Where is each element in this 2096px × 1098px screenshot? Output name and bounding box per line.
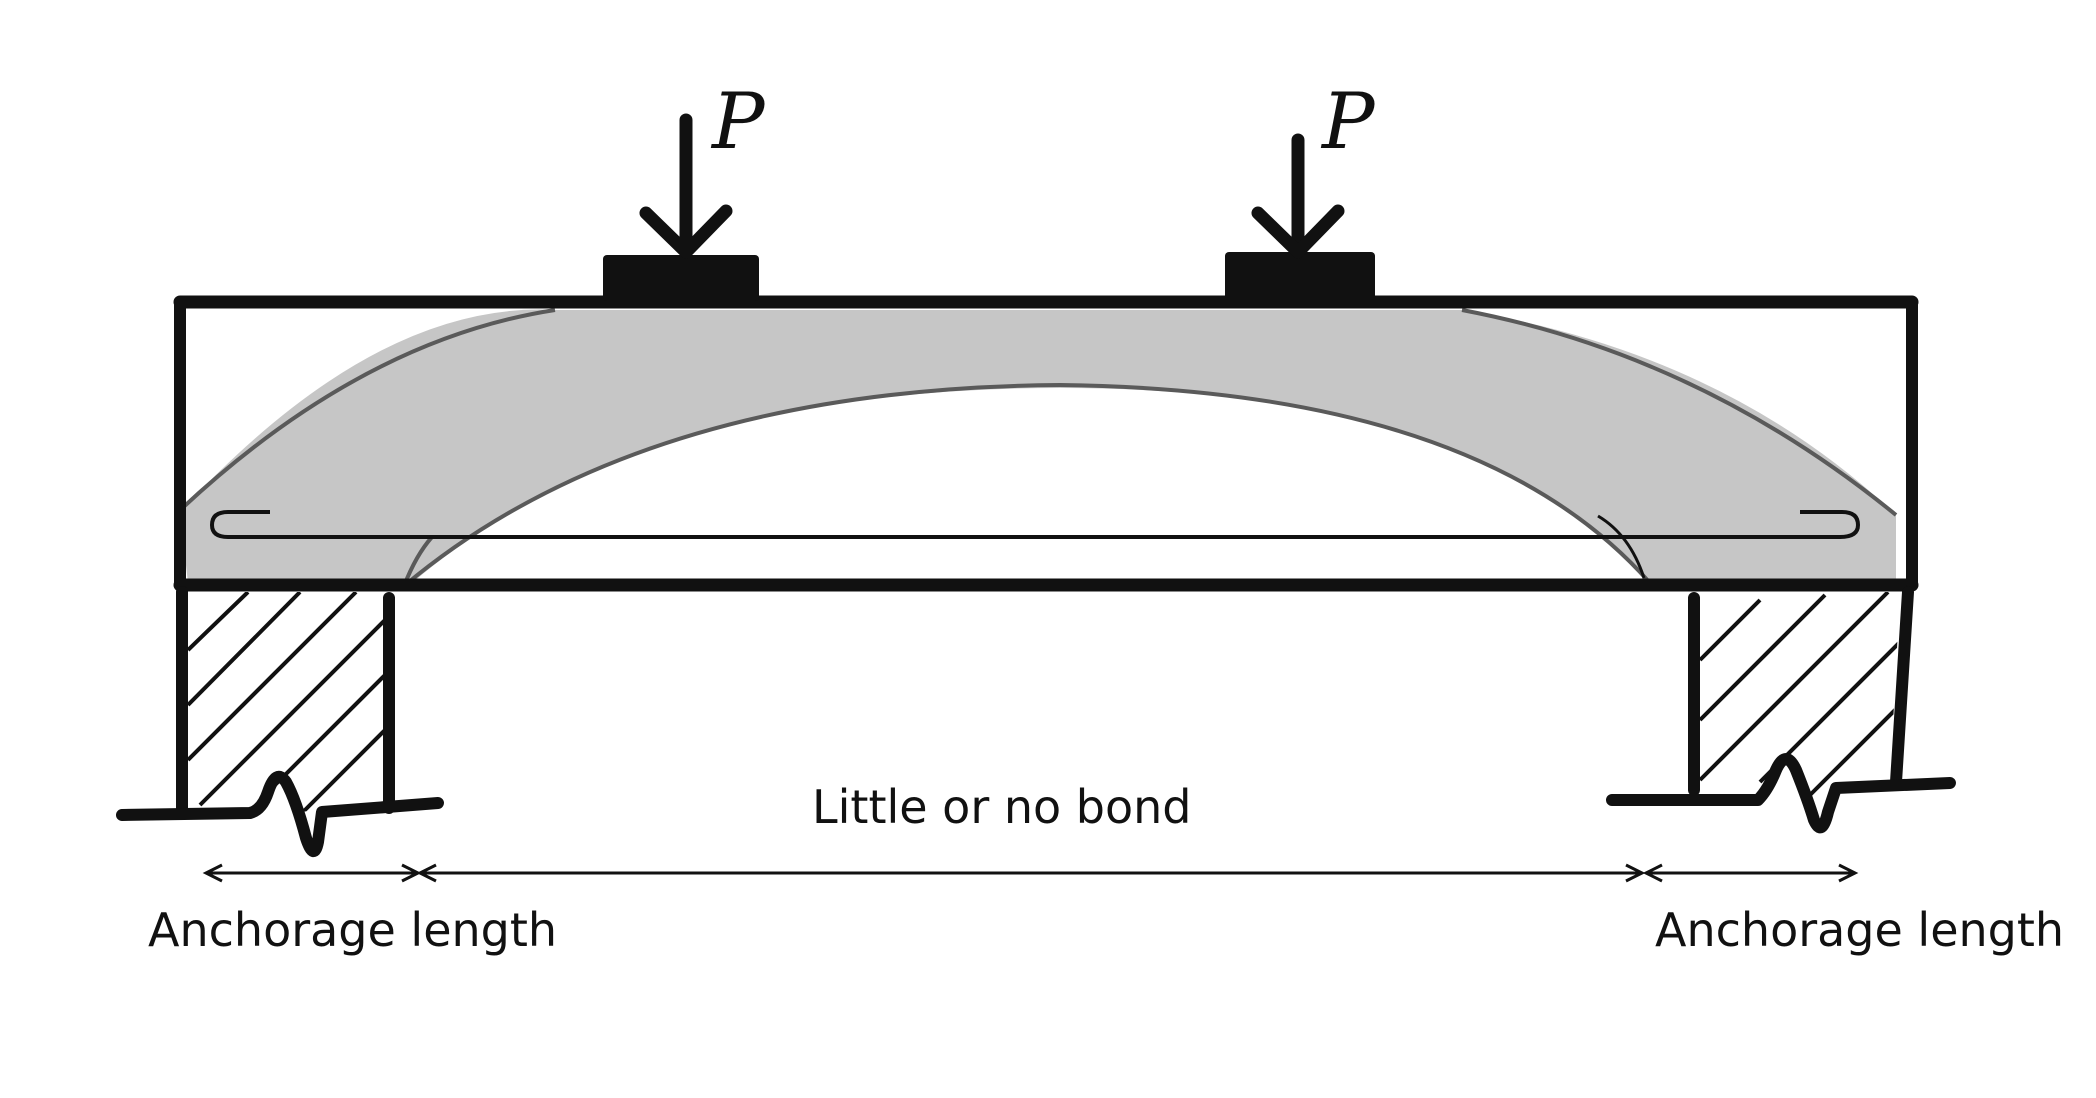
- rebar-right-hook: [1800, 510, 1861, 539]
- rebar-left-hook: [209, 510, 270, 539]
- dimension-left-anchorage: [202, 863, 422, 883]
- bearing-plates: [603, 252, 1375, 301]
- dimension-lines: [202, 863, 1859, 883]
- beam: [173, 295, 1919, 592]
- label-right-anchorage-length: Anchorage length: [1655, 903, 2064, 957]
- support-left: [116, 586, 444, 857]
- left-support-break-line: [116, 770, 444, 857]
- arch-outer-edge-right: [1461, 308, 1898, 517]
- arch-inner-edge: [402, 382, 1652, 588]
- reinforcement-bar: [209, 510, 1861, 539]
- label-little-or-no-bond: Little or no bond: [812, 780, 1191, 834]
- dimension-middle: [416, 863, 1646, 883]
- right-support-break-line: [1606, 753, 1956, 834]
- support-right: [1606, 586, 1956, 834]
- right-support-outer-edge: [1890, 586, 1914, 788]
- arch-right-root: [1597, 514, 1646, 579]
- load-arrow-left: P: [639, 77, 766, 259]
- load-arrow-right: P: [1251, 77, 1376, 259]
- arch-band: [180, 309, 1896, 583]
- load-label-right: P: [1320, 77, 1376, 167]
- label-left-anchorage-length: Anchorage length: [148, 903, 557, 957]
- load-label-left: P: [710, 77, 766, 167]
- dimension-right-anchorage: [1642, 863, 1859, 883]
- bearing-plate-right: [1225, 252, 1375, 300]
- bearing-plate-left: [603, 255, 759, 301]
- arch-outer-edge: [174, 308, 556, 516]
- compression-arch: [174, 308, 1898, 588]
